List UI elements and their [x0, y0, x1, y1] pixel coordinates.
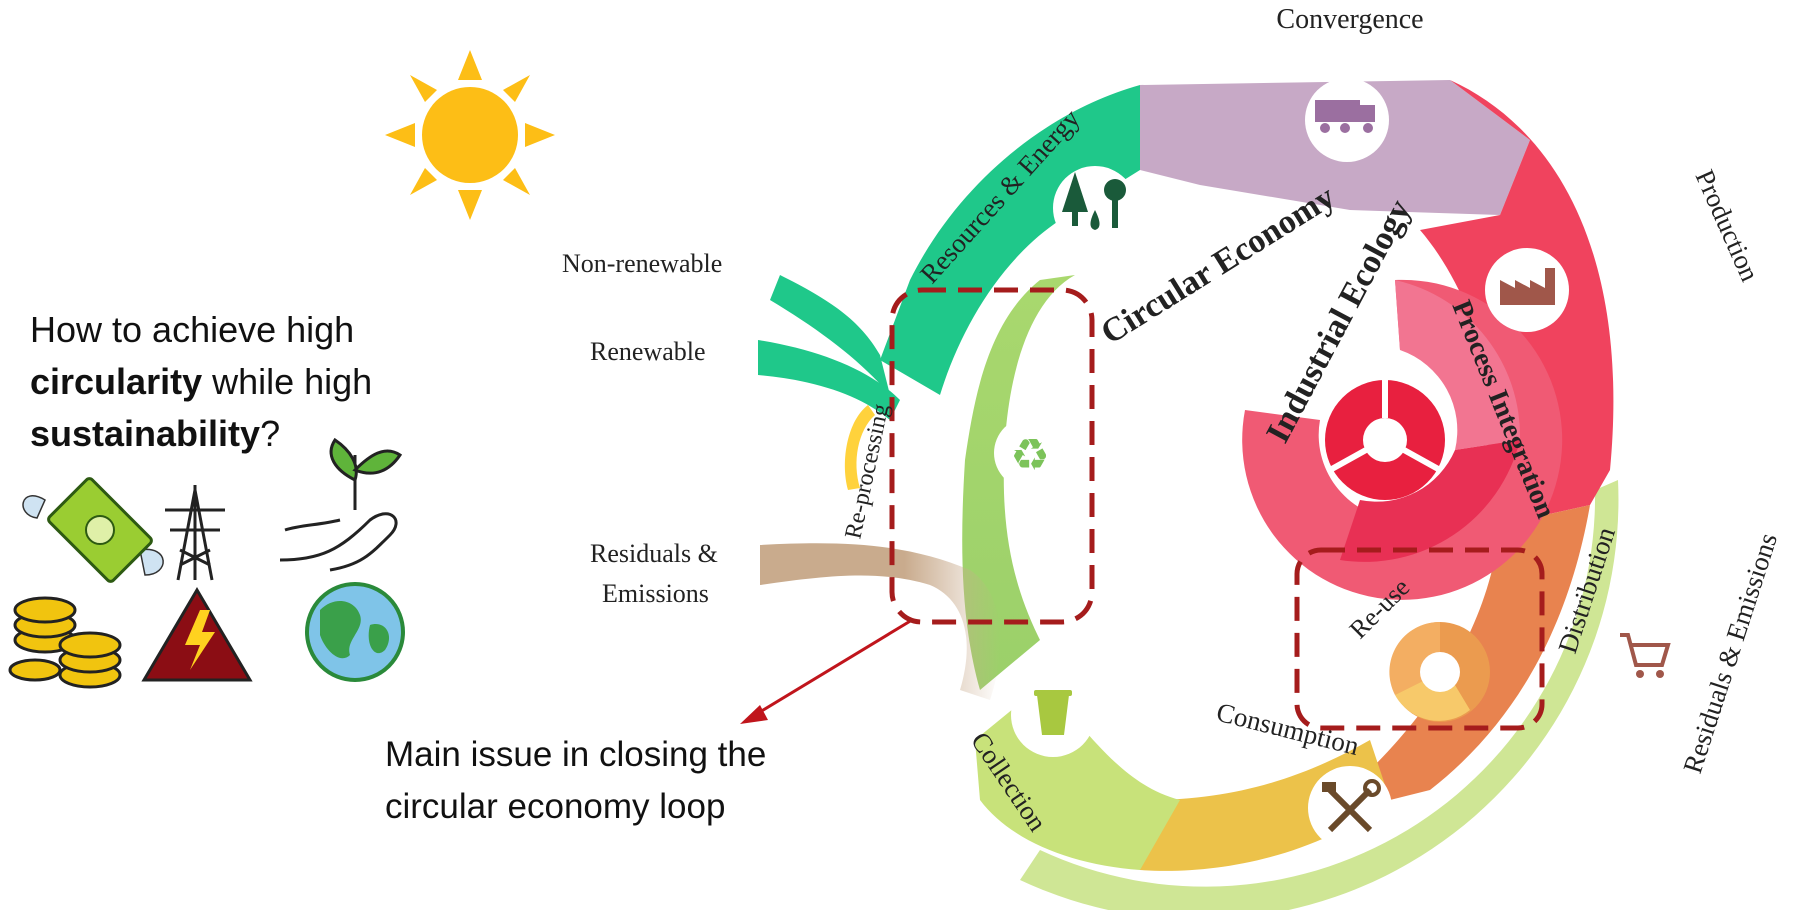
residuals-emissions-label: Residuals & Emissions	[1677, 529, 1783, 777]
consumption-segment	[1110, 740, 1390, 871]
question-line-2-rest: while high	[202, 361, 372, 402]
flying-money-icon	[22, 477, 164, 583]
residuals-flow	[760, 543, 1001, 700]
svg-text:circularity while high: circularity while high	[30, 361, 372, 402]
shopping-cart-icon	[1600, 610, 1684, 694]
outer-emissions-band	[1020, 480, 1619, 910]
question-text: How to achieve high circularity while hi…	[30, 309, 372, 454]
power-tower-icon	[165, 485, 225, 581]
resources-energy-segment	[880, 85, 1140, 395]
industrial-ecology-ring	[1242, 279, 1563, 600]
trash-bin-icon	[1011, 673, 1095, 757]
reprocessing-band	[962, 275, 1075, 690]
earth-globe-icon	[305, 582, 405, 682]
reprocessing-yellow-arc	[844, 405, 875, 490]
factory-icon	[1485, 248, 1569, 332]
tools-icon	[1308, 766, 1392, 850]
convergence-label: Convergence	[1276, 4, 1423, 35]
circularity-bold: circularity	[30, 361, 202, 402]
renewable-flow	[758, 340, 900, 420]
residuals-label-2: Emissions	[602, 579, 709, 608]
production-label: Production	[1690, 165, 1766, 286]
high-voltage-icon	[141, 587, 253, 682]
non-renewable-label: Non-renewable	[562, 249, 722, 278]
sustainability-bold: sustainability	[30, 413, 260, 454]
reuse-dashed-box	[1294, 547, 1545, 731]
issue-line-2: circular economy loop	[385, 787, 725, 826]
reprocessing-dashed-box	[889, 287, 1095, 625]
issue-arrow	[740, 618, 913, 724]
process-integration-ring	[1325, 380, 1445, 500]
recycle-icon: ♻	[994, 417, 1066, 489]
plant-hand-icon	[279, 437, 403, 572]
question-line-1: How to achieve high	[30, 309, 354, 350]
renewable-label: Renewable	[590, 337, 706, 366]
reuse-ring	[1389, 621, 1490, 722]
non-renewable-flow	[770, 275, 890, 395]
svg-text:♻: ♻	[1010, 430, 1049, 481]
question-line-3-rest: ?	[260, 413, 280, 454]
sun-icon	[385, 50, 555, 220]
consumption-label: Consumption	[1214, 697, 1363, 761]
residuals-label-1: Residuals &	[590, 539, 718, 568]
coins-icon	[8, 596, 122, 689]
trees-water-icon	[1053, 166, 1137, 250]
truck-icon	[1305, 78, 1389, 162]
issue-line-1: Main issue in closing the	[385, 735, 766, 774]
svg-text:sustainability?: sustainability?	[30, 413, 280, 454]
